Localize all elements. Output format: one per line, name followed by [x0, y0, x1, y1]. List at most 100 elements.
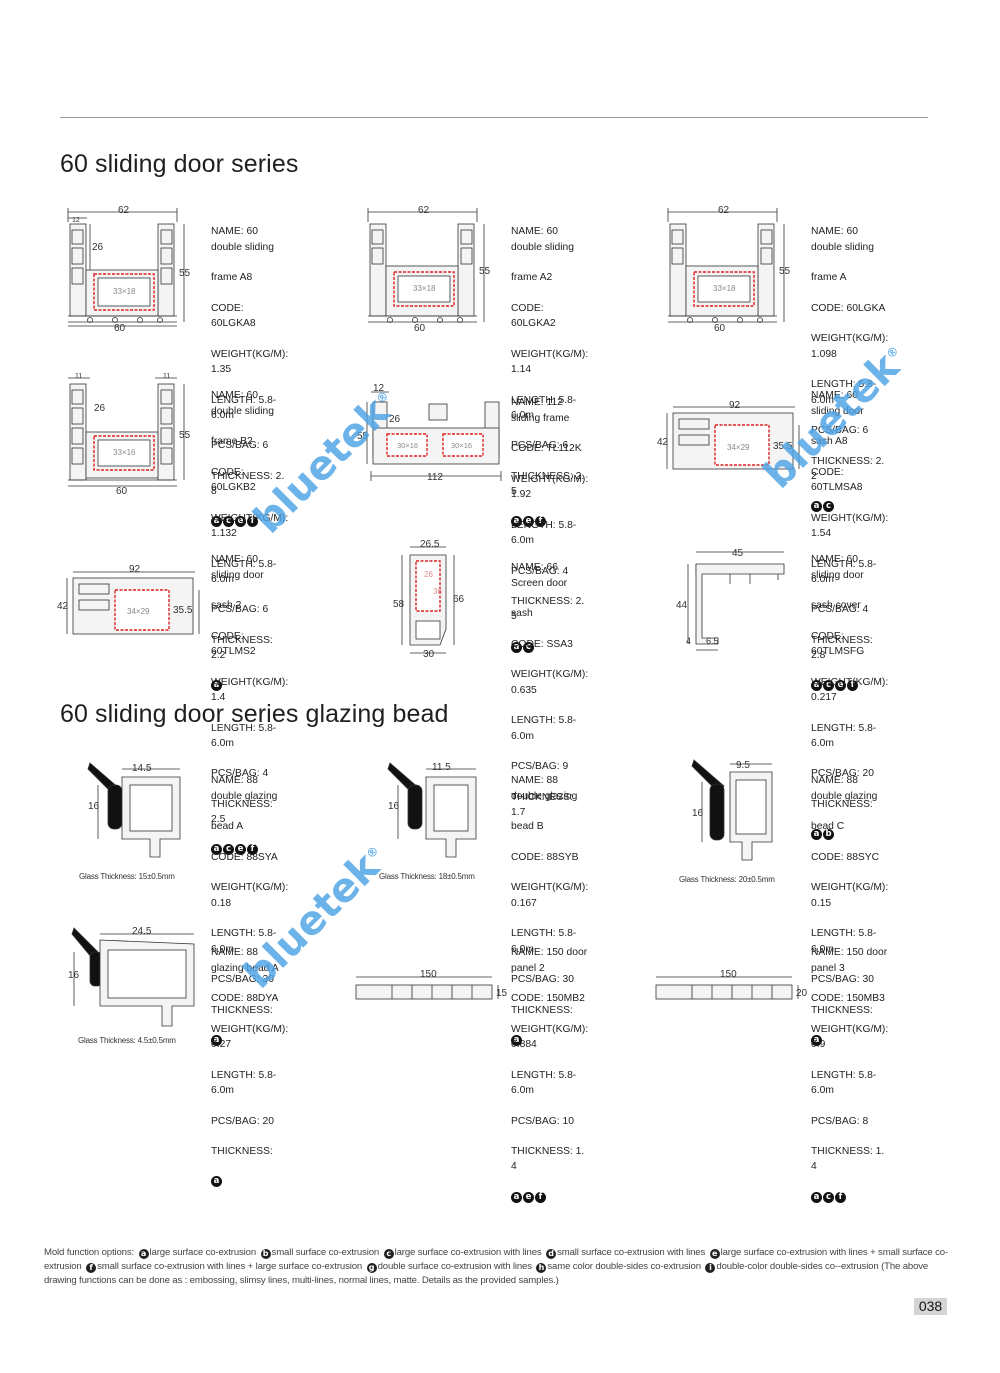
spec-weight: WEIGHT(KG/M): 1.098 — [811, 333, 889, 360]
profile-drawing-ssa3: 26.5 58 66 30 26 36 — [393, 539, 465, 660]
dim-top: 26.5 — [420, 539, 440, 550]
legend-badge: g — [366, 1263, 377, 1273]
mold-badges: a c e f — [211, 516, 288, 528]
spec-block-150mb2: NAME: 150 door panel 2 CODE: 150MB2 WEIG… — [511, 930, 588, 1218]
spec-length: LENGTH: 5.8-6.0m — [211, 394, 277, 421]
dim-right: 55 — [179, 268, 191, 279]
mold-badge: a — [511, 641, 522, 653]
dim-bottom: 60 — [116, 486, 128, 497]
mold-badge: c — [223, 844, 234, 856]
spec-pcs: PCS/BAG: 6 — [211, 440, 269, 452]
spec-pcs: PCS/BAG: 20 — [811, 768, 874, 780]
mold-badge: c — [823, 501, 834, 513]
mold-badge: a — [211, 1176, 222, 1188]
dim-top: 92 — [729, 400, 741, 411]
mold-badge: a — [511, 1034, 522, 1046]
spec-code: CODE: 60LGKA — [811, 302, 886, 314]
spec-weight: WEIGHT(KG/M): 1.92 — [511, 473, 589, 501]
legend-badge: h — [536, 1263, 547, 1273]
spec-length: LENGTH: 5.8-6.0m — [811, 722, 877, 749]
spec-pcs: PCS/BAG: 4 — [811, 604, 869, 616]
mold-badges: a — [211, 1034, 288, 1046]
spec-name-2: sash cover — [811, 600, 861, 612]
profile-drawing-60lgka2: 62 55 60 33×18 — [367, 205, 491, 334]
spec-weight: WEIGHT(KG/M): 0.167 — [511, 882, 589, 909]
spec-name-2: bead C — [811, 821, 845, 833]
spec-name: NAME: 66 Screen door — [511, 562, 568, 589]
dim-topleft: 12 — [72, 217, 80, 224]
legend-badge: d — [546, 1249, 557, 1259]
spec-length: LENGTH: 5.8-6.0m — [811, 558, 877, 585]
spec-name-2: bead B — [511, 821, 544, 833]
profile-drawing-60lgkb2: 11 11 26 55 60 33×16 — [68, 373, 191, 497]
profile-drawing-60lgka8: 62 12 26 55 60 33×18 — [67, 205, 191, 334]
spec-name-2: sash A8 — [811, 436, 848, 448]
spec-code: CODE: 60LGKB2 — [211, 466, 256, 494]
page-number: 038 — [914, 1298, 947, 1315]
spec-thickness: THICKNESS: 1.7 — [511, 791, 573, 819]
spec-code: CODE: 60TLMSA8 — [811, 466, 863, 494]
dim-topleft: 11 — [75, 373, 82, 380]
insert-size: 33×18 — [113, 287, 136, 296]
mold-badge: a — [811, 501, 822, 513]
spec-thickness: THICKNESS: 2. 5 — [511, 471, 585, 498]
spec-weight: WEIGHT(KG/M): 0.217 — [811, 676, 889, 703]
spec-name: NAME: 88 double glazing — [811, 775, 878, 802]
mold-badge: f — [247, 844, 258, 856]
spec-pcs: PCS/BAG: 30 — [211, 974, 274, 986]
dim-right: 66 — [453, 594, 465, 605]
spec-name-2: frame A2 — [511, 272, 553, 284]
spec-name: NAME: 60 double sliding — [211, 390, 274, 417]
spec-block-88sya: NAME: 88 double glazing bead A CODE: 88S… — [211, 758, 288, 1062]
spec-length: LENGTH: 5.8-6.0m — [511, 928, 577, 955]
dim-top: 14.5 — [132, 763, 152, 774]
spec-block-60lgka8: NAME: 60 double sliding frame A8 CODE: 6… — [211, 209, 288, 543]
spec-code: CODE: TL112K — [511, 443, 582, 455]
spec-name: NAME: 60 sliding door — [811, 390, 864, 417]
mold-badge: c — [223, 516, 234, 528]
mold-badge: c — [823, 1191, 834, 1203]
mold-badges: a c e f — [211, 844, 288, 856]
spec-code: CODE: 150MB2 — [511, 993, 585, 1005]
glass-thickness-note: Glass Thickness: 4.5±0.5mm — [78, 1036, 176, 1045]
mold-badge: a — [211, 680, 222, 692]
spec-code: CODE: 88SYA — [211, 851, 278, 863]
spec-name: NAME: 60 sliding door — [811, 554, 864, 581]
mold-badges: a e f — [511, 1191, 588, 1203]
spec-name-2: bead A — [211, 821, 244, 833]
mold-badge: f — [535, 516, 546, 528]
spec-weight: WEIGHT(KG/M): 0.18 — [211, 882, 289, 909]
spec-code: CODE: SSA3 — [511, 638, 573, 650]
dim-top: 62 — [718, 205, 730, 216]
dim-top: 62 — [118, 205, 130, 216]
spec-block-60tlmsa8: NAME: 60 sliding door sash A8 CODE: 60TL… — [811, 373, 888, 707]
spec-name: NAME: 60 double sliding — [211, 226, 274, 253]
spec-name: NAME: 60 double sliding — [811, 226, 874, 253]
mold-badges: a b — [811, 829, 888, 841]
dim-right: 20 — [796, 988, 808, 999]
spec-length: LENGTH: 5.8-6.0m — [811, 928, 877, 955]
insert-size-1: 30×16 — [397, 441, 418, 450]
dim-left: 16 — [88, 801, 100, 812]
spec-weight: WEIGHT(KG/M): 0.27 — [211, 1023, 289, 1051]
spec-code: CODE: 150MB3 — [811, 993, 885, 1005]
spec-block-tl112k: NAME: 112 sliding frame CODE: TL112K WEI… — [511, 380, 588, 668]
profile-drawing-60tlmsa8: 92 42 35.5 34×29 — [657, 400, 800, 470]
dim-top: 150 — [420, 969, 437, 980]
spec-thickness: THICKNESS: — [511, 1004, 573, 1016]
mold-badge: f — [847, 680, 858, 692]
spec-name: NAME: 60 sliding door — [211, 554, 264, 581]
profile-drawing-60lgka: 62 55 60 33×18 — [667, 205, 791, 334]
spec-length: LENGTH: 5.8-6.0m — [811, 1069, 877, 1096]
spec-pcs: PCS/BAG: 9 — [511, 761, 569, 773]
mold-badges: a — [811, 1034, 888, 1046]
dim-top: 150 — [720, 969, 737, 980]
dim-bottom: 60 — [114, 323, 126, 334]
dim-inner: 26 — [92, 242, 104, 253]
spec-length: LENGTH: 5.8-6.0m — [511, 715, 577, 742]
spec-pcs: PCS/BAG: 8 — [811, 1115, 869, 1127]
